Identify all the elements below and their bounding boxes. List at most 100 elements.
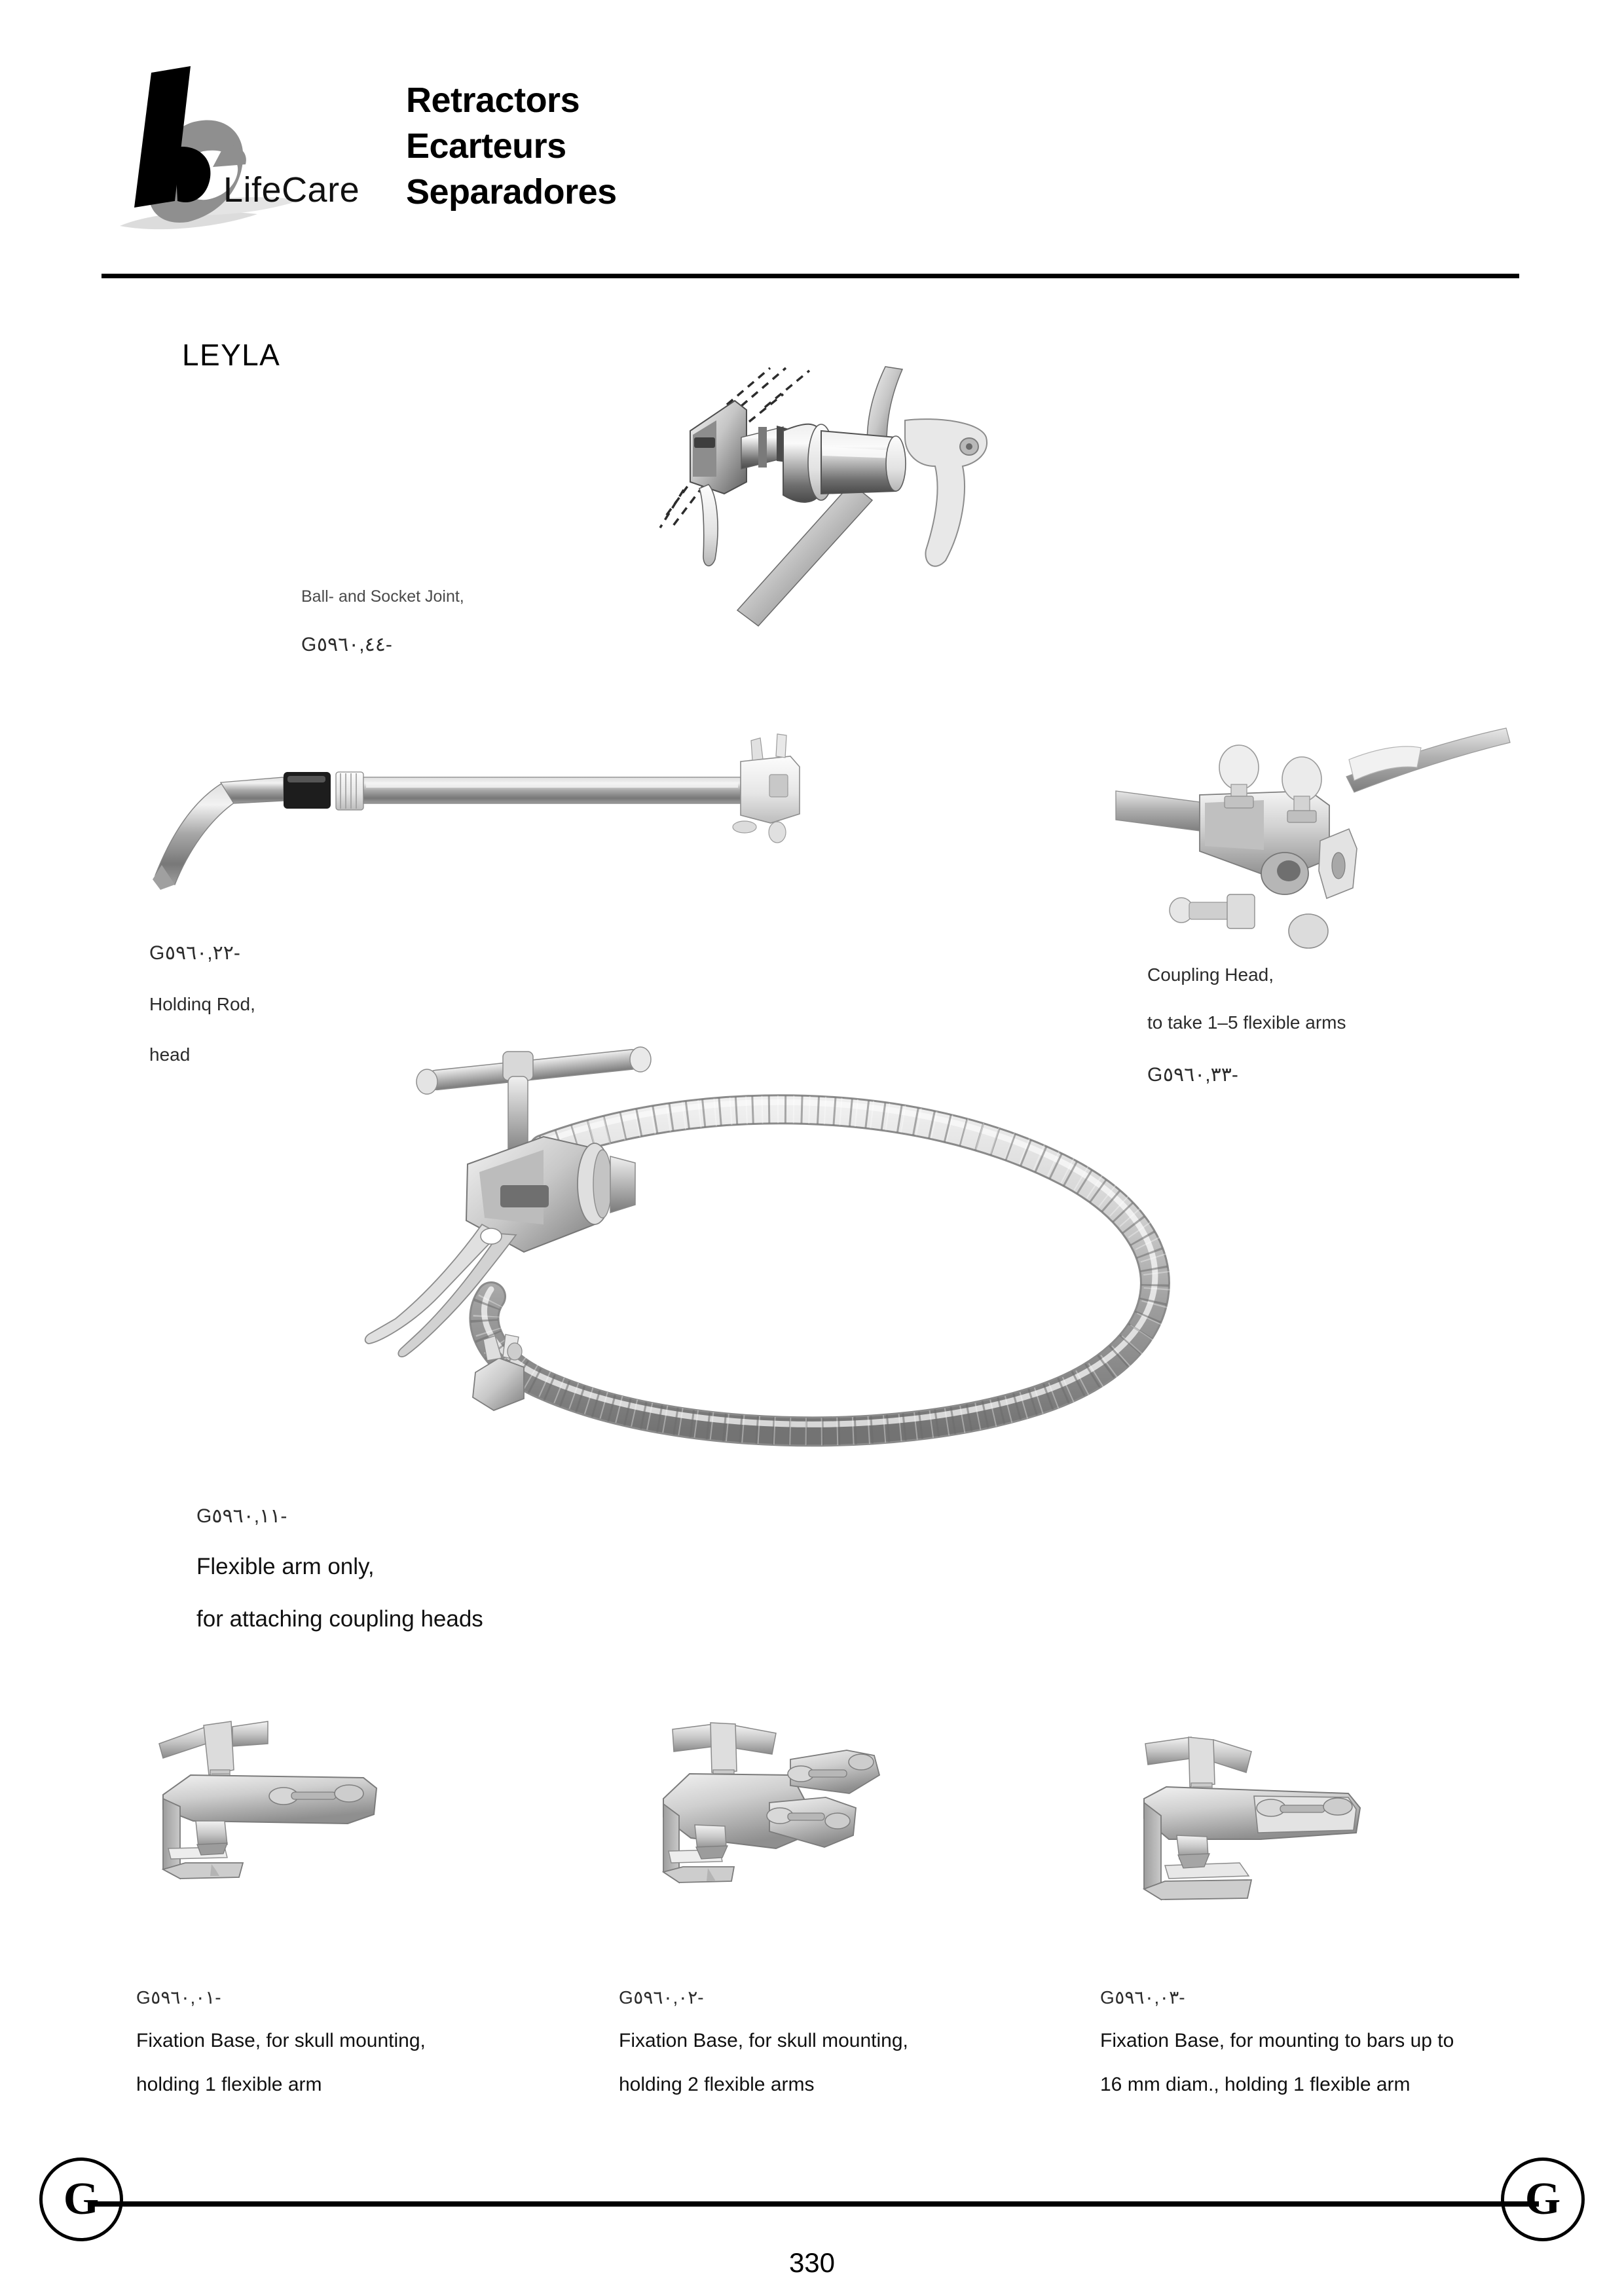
holding-rod-caption: G٥٩٦٠,٢٢- Holdinq Rod, head: [149, 917, 255, 1090]
clamp-slot: [694, 437, 715, 448]
caption-line: Fixation Base, for skull mounting,: [619, 2029, 908, 2051]
head-screw-c: [732, 820, 757, 834]
clamp-spike: [707, 1868, 716, 1881]
fixation-base-bar-mount-photo: [1142, 1736, 1361, 1901]
footer-section-mark-left: G: [39, 2157, 123, 2241]
catalog-number: G٥٩٦٠,٠١-: [136, 1987, 221, 2008]
diagonal-rod: [736, 482, 874, 627]
fixation-base-skull-1-arm-photo: [158, 1721, 378, 1880]
clamp-lower-jaw: [661, 1866, 735, 1883]
coupling-head-caption: Coupling Head, to take 1–5 flexible arms…: [1147, 940, 1346, 1111]
footer-section-mark-right: G: [1501, 2157, 1585, 2241]
caption-line: Fixation Base, for mounting to bars up t…: [1100, 2029, 1454, 2051]
holding-rod-photo: [153, 733, 800, 890]
logo-l-hook: [175, 146, 211, 203]
fixation-base-bar-mount-caption: G٥٩٦٠,٠٣- Fixation Base, for mounting to…: [1100, 1972, 1552, 2112]
page-header: LifeCare Retractors Ecarteurs Separadore…: [0, 0, 1624, 278]
catalog-number: G٥٩٦٠,٣٣-: [1147, 1063, 1238, 1086]
pressure-pad: [1177, 1853, 1210, 1869]
arm-terminal-fitting: [472, 1334, 525, 1412]
fixation-base-bar-mount-image: [1123, 1680, 1398, 1915]
rod-tip-point: [153, 865, 175, 890]
rod-curved-tip: [155, 782, 236, 885]
socket-barrel: [821, 430, 896, 495]
page-title-fr: Ecarteurs: [406, 126, 566, 166]
catalog-number: G٥٩٦٠,١١-: [196, 1505, 287, 1527]
rod-long-shaft: [363, 777, 741, 804]
flexible-arm-photo: [364, 1046, 1172, 1447]
clamp-lever: [699, 484, 718, 566]
caption-line: Flexible arm only,: [196, 1553, 375, 1579]
caption-line: Ball- and Socket Joint,: [301, 587, 464, 606]
arm-slot-channel-lower: [787, 1812, 825, 1821]
fixation-base-1-arm-image: [128, 1673, 422, 1915]
header-divider: [101, 274, 1519, 278]
arm-mount-hole: [1323, 1797, 1353, 1816]
arm-collar-inner: [593, 1149, 612, 1219]
arm-mount-hole-lower: [824, 1812, 851, 1829]
ball-and-socket-joint-photo: [659, 366, 987, 627]
wing-nut-screw-center: [966, 443, 972, 450]
reference-dash-lines-lower: [659, 474, 705, 530]
forked-retractor-blade: [364, 1223, 517, 1357]
logo-wordmark: LifeCare: [223, 170, 360, 210]
catalog-number: G٥٩٦٠,٢٢-: [149, 942, 240, 964]
lower-ball-knob: [1288, 913, 1329, 949]
clamp-jaw-lip: [1164, 1862, 1250, 1879]
arm-slot-channel: [291, 1791, 337, 1800]
catalog-number: G٥٩٦٠,٠٢-: [619, 1987, 704, 2008]
clamp-spike: [210, 1864, 219, 1876]
thumb-wing-nut: [904, 418, 987, 567]
section-heading: LEYLA: [182, 338, 281, 372]
thumb-screw-2: [1282, 756, 1322, 823]
fixation-base-skull-2-arms-photo: [661, 1722, 881, 1884]
flexible-arm-caption: G٥٩٦٠,١١- Flexible arm only, for attachi…: [196, 1490, 483, 1647]
shaft-specular: [366, 782, 738, 788]
barrel-end: [885, 435, 906, 492]
arm-ferrule: [1348, 746, 1422, 781]
lifecare-logo: LifeCare: [115, 62, 390, 246]
caption-line: to take 1–5 flexible arms: [1147, 1012, 1346, 1033]
caption-line: holding 2 flexible arms: [619, 2074, 815, 2096]
coupling-head-image: [1113, 714, 1532, 949]
arm-mount-hole-upper: [848, 1753, 874, 1771]
arm-slot-channel-upper: [808, 1769, 847, 1778]
reference-dash-lines-upper: [726, 367, 811, 423]
head-screw-d: [768, 821, 786, 843]
head-screw-a: [750, 737, 764, 761]
page-title-es: Separadores: [406, 172, 617, 212]
shaft-ring-1: [758, 427, 767, 468]
support-bar-left: [1115, 790, 1206, 832]
clamp-lower-jaw: [1142, 1879, 1253, 1900]
arm-mount-hole: [334, 1784, 364, 1803]
clamp-head-window: [769, 774, 788, 798]
thumb-screw-1: [1219, 744, 1259, 809]
thumb-screw-3: [1169, 894, 1255, 929]
arm-collar-neck: [610, 1156, 636, 1214]
header-title-group: Retractors Ecarteurs Separadores: [406, 77, 617, 215]
page-title-en: Retractors: [406, 81, 580, 120]
catalog-number: G٥٩٦٠,٠٣-: [1100, 1987, 1185, 2008]
footer-divider: [88, 2201, 1539, 2207]
fixation-base-1-arm-caption: G٥٩٦٠,٠١- Fixation Base, for skull mount…: [136, 1972, 555, 2112]
caption-line: for attaching coupling heads: [196, 1606, 483, 1632]
caption-line: 16 mm diam., holding 1 flexible arm: [1100, 2074, 1411, 2096]
coupling-body-face: [1205, 800, 1264, 850]
knurl-lines: [340, 773, 357, 809]
catalog-number: G٥٩٦٠,٤٤-: [301, 633, 392, 655]
coupling-head-photo: [1115, 727, 1511, 949]
collar-highlight: [287, 776, 325, 782]
lifecare-l-c-logo-icon: LifeCare: [120, 66, 360, 230]
arm-wing-lower: [769, 1797, 857, 1848]
pressure-pad: [196, 1843, 228, 1856]
clamp-block-face: [693, 420, 716, 477]
page-number: 330: [788, 2247, 836, 2278]
barrel-highlight: [822, 447, 895, 458]
flexible-arm-image: [327, 1008, 1323, 1480]
logo-c-tip: [213, 145, 246, 167]
ball-and-socket-joint-caption: Ball- and Socket Joint, G٥٩٦٠,٤٤-: [301, 564, 464, 678]
t-handle: [416, 1046, 652, 1160]
pressure-screw: [195, 1820, 228, 1848]
pivot-slot: [1331, 852, 1346, 879]
